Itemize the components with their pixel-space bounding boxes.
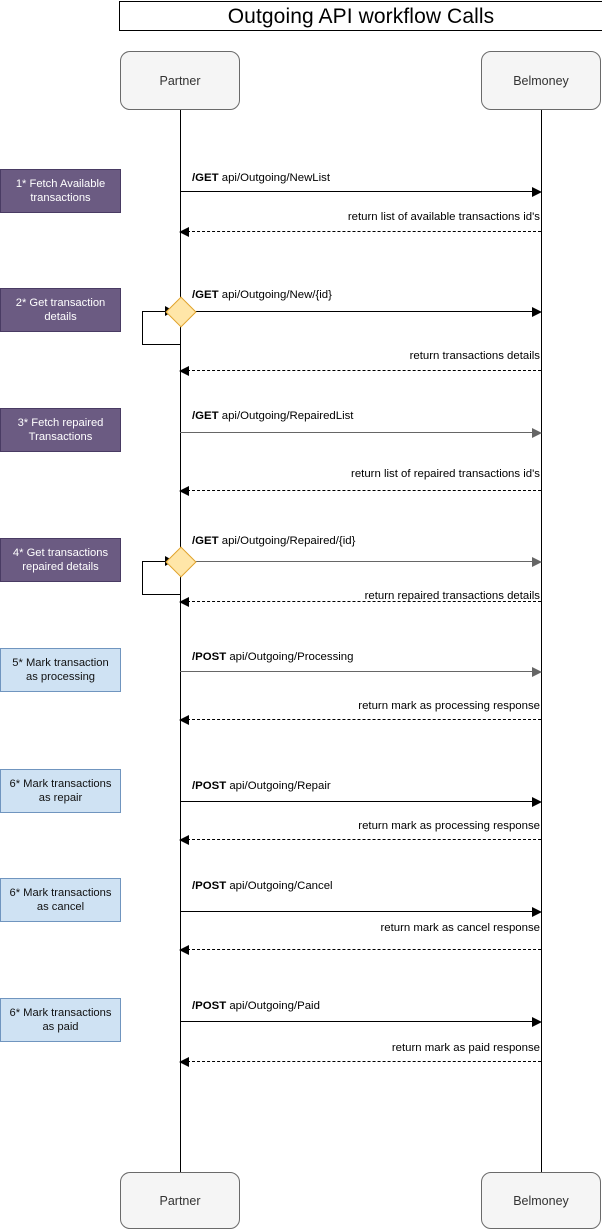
step-label-line1: 5* Mark transaction xyxy=(12,657,109,669)
response-arrow-step3 xyxy=(187,490,541,491)
response-arrow-step6-paid xyxy=(187,1061,541,1062)
request-label-step5: /POST api/Outgoing/Processing xyxy=(192,651,354,663)
request-label-step1: /GET api/Outgoing/NewList xyxy=(192,172,331,184)
request-arrowhead-step4 xyxy=(532,556,542,567)
step-label-line1: 3* Fetch repaired xyxy=(17,417,104,429)
step-label-step6-cancel[interactable]: 6* Mark transactions as cancel xyxy=(0,878,121,922)
lifeline-belmoney xyxy=(541,110,542,1174)
step-label-step5[interactable]: 5* Mark transaction as processing xyxy=(0,648,121,692)
request-arrow-step6-repair xyxy=(180,801,534,802)
request-arrowhead-step6-cancel xyxy=(532,906,542,917)
request-arrow-step2 xyxy=(180,311,534,312)
step-label-line2: repaired details xyxy=(22,561,99,573)
response-label-step2: return transactions details xyxy=(409,350,540,362)
actor-belmoney-top-label: Belmoney xyxy=(513,73,569,88)
request-label-step6-repair: /POST api/Outgoing/Repair xyxy=(192,780,331,792)
actor-partner-bottom-label: Partner xyxy=(159,1193,201,1208)
response-arrow-step4 xyxy=(187,601,541,602)
step-label-line1: 6* Mark transactions xyxy=(9,778,112,790)
request-arrow-step5 xyxy=(180,671,534,672)
request-arrowhead-step6-repair xyxy=(532,796,542,807)
step-label-line2: transactions xyxy=(30,192,91,204)
response-arrowhead-step6-cancel xyxy=(179,944,189,955)
actor-partner-top[interactable]: Partner xyxy=(120,51,240,110)
self-loop-step4 xyxy=(142,561,181,595)
step-label-step2[interactable]: 2* Get transaction details xyxy=(0,288,121,332)
step-label-step3[interactable]: 3* Fetch repaired Transactions xyxy=(0,408,121,452)
step-label-line1: 4* Get transactions xyxy=(12,547,109,559)
actor-belmoney-top[interactable]: Belmoney xyxy=(481,51,601,110)
step-label-line2: as repair xyxy=(38,792,83,804)
request-arrow-step6-cancel xyxy=(180,911,534,912)
response-label-step3: return list of repaired transactions id'… xyxy=(351,468,540,480)
request-arrowhead-step3 xyxy=(532,427,542,438)
request-arrowhead-step5 xyxy=(532,666,542,677)
diagram-title: Outgoing API workflow Calls xyxy=(227,4,495,28)
response-label-step6-cancel: return mark as cancel response xyxy=(380,922,540,934)
request-label-step6-paid: /POST api/Outgoing/Paid xyxy=(192,1000,320,1012)
step-label-step6-repair[interactable]: 6* Mark transactions as repair xyxy=(0,769,121,813)
request-arrowhead-step1 xyxy=(532,186,542,197)
step-label-step1[interactable]: 1* Fetch Available transactions xyxy=(0,169,121,213)
step-label-line2: details xyxy=(44,311,77,323)
response-arrowhead-step2 xyxy=(179,365,189,376)
response-label-step1: return list of available transactions id… xyxy=(347,211,540,223)
step-label-step6-paid[interactable]: 6* Mark transactions as paid xyxy=(0,998,121,1042)
request-arrow-step4 xyxy=(180,561,534,562)
response-arrowhead-step4 xyxy=(179,596,189,607)
step-label-line2: as cancel xyxy=(36,901,85,913)
response-label-step4: return repaired transactions details xyxy=(364,590,540,602)
response-label-step5: return mark as processing response xyxy=(358,700,540,712)
response-arrow-step6-repair xyxy=(187,839,541,840)
step-label-line1: 1* Fetch Available xyxy=(15,178,106,190)
response-arrow-step1 xyxy=(187,231,541,232)
response-arrowhead-step6-repair xyxy=(179,834,189,845)
response-arrowhead-step1 xyxy=(179,226,189,237)
request-label-step2: /GET api/Outgoing/New/{id} xyxy=(192,289,332,301)
step-label-line2: Transactions xyxy=(28,431,93,443)
actor-partner-top-label: Partner xyxy=(159,73,201,88)
request-label-step3: /GET api/Outgoing/RepairedList xyxy=(192,410,354,422)
request-arrow-step6-paid xyxy=(180,1021,534,1022)
request-arrowhead-step2 xyxy=(532,306,542,317)
response-label-step6-repair: return mark as processing response xyxy=(358,820,540,832)
step-label-line2: as processing xyxy=(25,671,96,683)
actor-partner-bottom[interactable]: Partner xyxy=(120,1172,240,1229)
request-arrow-step1 xyxy=(180,191,534,192)
response-arrow-step2 xyxy=(187,370,541,371)
response-arrowhead-step6-paid xyxy=(179,1056,189,1067)
request-label-step6-cancel: /POST api/Outgoing/Cancel xyxy=(192,880,333,892)
request-arrowhead-step6-paid xyxy=(532,1016,542,1027)
request-arrow-step3 xyxy=(180,432,534,433)
request-label-step4: /GET api/Outgoing/Repaired/{id} xyxy=(192,535,356,547)
actor-belmoney-bottom[interactable]: Belmoney xyxy=(481,1172,601,1229)
step-label-line1: 2* Get transaction xyxy=(15,297,106,309)
step-label-line1: 6* Mark transactions xyxy=(9,887,112,899)
response-arrowhead-step5 xyxy=(179,714,189,725)
response-label-step6-paid: return mark as paid response xyxy=(391,1042,540,1054)
actor-belmoney-bottom-label: Belmoney xyxy=(513,1193,569,1208)
self-loop-step2 xyxy=(142,311,181,345)
step-label-line1: 6* Mark transactions xyxy=(9,1007,112,1019)
response-arrow-step6-cancel xyxy=(187,949,541,950)
response-arrowhead-step3 xyxy=(179,485,189,496)
step-label-line2: as paid xyxy=(42,1021,79,1033)
lifeline-partner xyxy=(180,110,181,1174)
diagram-title-bar: Outgoing API workflow Calls xyxy=(119,1,602,31)
step-label-step4[interactable]: 4* Get transactions repaired details xyxy=(0,538,121,582)
response-arrow-step5 xyxy=(187,719,541,720)
